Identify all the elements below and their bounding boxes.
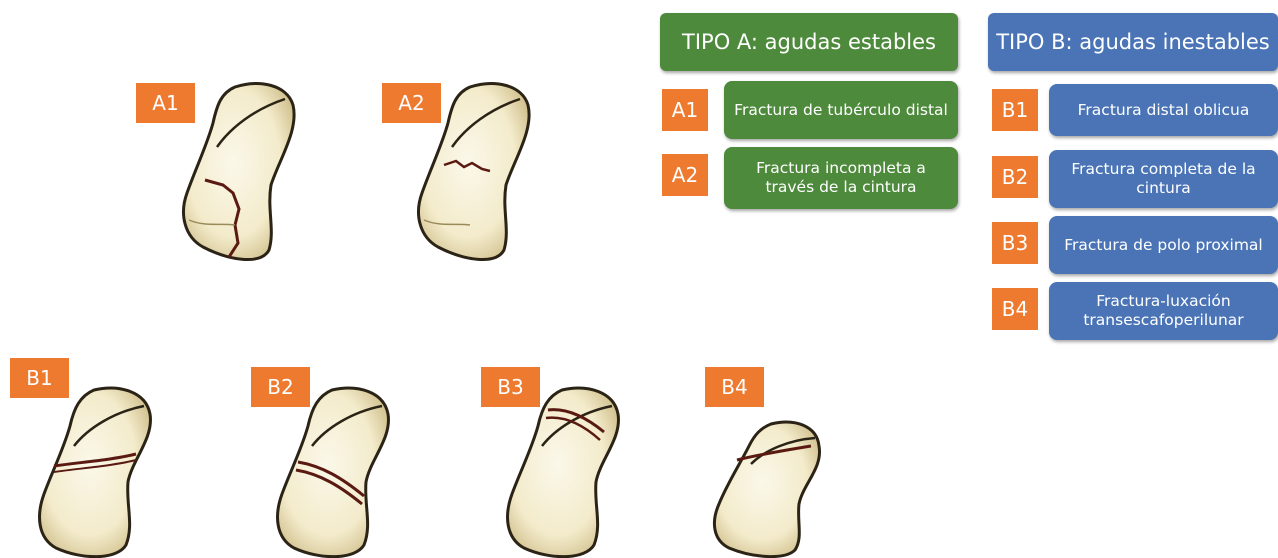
figure-label-b1: B1 (10, 358, 69, 398)
scaphoid-a1-illustration (182, 82, 296, 262)
figure-label-b4: B4 (705, 367, 764, 407)
tipo-a-item-a1: Fractura de tubérculo distal (724, 81, 958, 139)
tipo-b-item-b2: Fractura completa de la cintura (1049, 150, 1278, 208)
tipo-b-code-b1: B1 (992, 89, 1038, 131)
tipo-b-item-b4: Fractura-luxación transescafoperilunar (1049, 282, 1278, 340)
figure-label-b3: B3 (481, 367, 540, 407)
figure-label-a2: A2 (382, 83, 441, 123)
tipo-b-code-b4: B4 (992, 288, 1038, 330)
figure-label-b2: B2 (251, 367, 310, 407)
tipo-a-item-a2: Fractura incompleta a través de la cintu… (724, 147, 958, 209)
scaphoid-b1-illustration (38, 386, 152, 558)
tipo-b-item-b1: Fractura distal oblicua (1049, 84, 1278, 136)
tipo-b-item-b3: Fractura de polo proximal (1049, 216, 1278, 274)
tipo-a-code-a2: A2 (662, 154, 708, 196)
tipo-b-header: TIPO B: agudas inestables (988, 13, 1278, 71)
scaphoid-b2-illustration (276, 386, 390, 558)
tipo-a-code-a1: A1 (662, 89, 708, 131)
scaphoid-a2-illustration (417, 82, 531, 262)
tipo-b-code-b2: B2 (992, 156, 1038, 198)
scaphoid-b3-illustration (506, 386, 620, 558)
scaphoid-b4-illustration (712, 420, 821, 558)
tipo-b-code-b3: B3 (992, 222, 1038, 264)
tipo-a-header: TIPO A: agudas estables (660, 13, 958, 71)
figure-label-a1: A1 (136, 83, 195, 123)
